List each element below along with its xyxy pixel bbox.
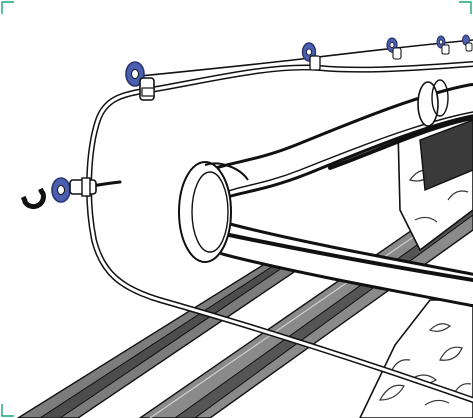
upper-grommet bbox=[417, 79, 449, 127]
magnet-icon bbox=[20, 187, 46, 210]
corner-mark-bottom-left bbox=[1, 404, 14, 417]
hanger-clip-1 bbox=[51, 177, 97, 203]
pipe-grommet bbox=[178, 161, 249, 263]
upper-grommet-ring bbox=[417, 81, 439, 127]
patterned-panel-body bbox=[359, 299, 473, 418]
corner-mark-top-right bbox=[459, 1, 472, 14]
corner-mark-top-left bbox=[1, 1, 14, 14]
main-pipe-shadow bbox=[213, 230, 473, 282]
hanger-clip-4 bbox=[386, 37, 402, 60]
grommet-inner bbox=[191, 171, 229, 253]
hanger-clips bbox=[51, 34, 473, 203]
hanger-clip-2 bbox=[125, 61, 155, 101]
upper-grommet-ring-2 bbox=[431, 79, 449, 117]
hanger-clip-3 bbox=[301, 42, 321, 71]
hanger-clip-6 bbox=[462, 34, 473, 52]
dark-connector-block bbox=[419, 119, 473, 192]
hanger-clip-5 bbox=[436, 35, 450, 55]
channel-rail-upper-groove bbox=[39, 263, 287, 418]
grommet-collar bbox=[204, 162, 249, 181]
main-pipe-shadow-upper bbox=[328, 116, 473, 170]
